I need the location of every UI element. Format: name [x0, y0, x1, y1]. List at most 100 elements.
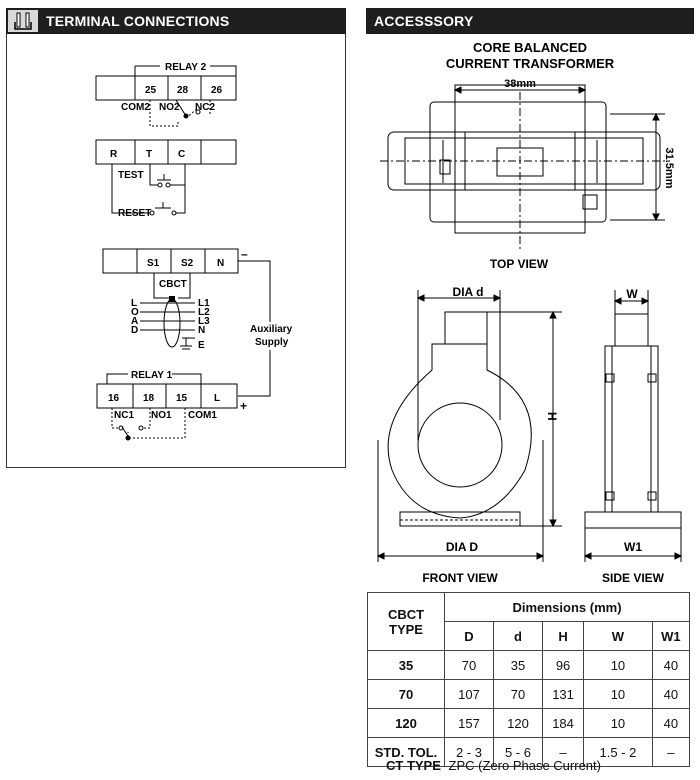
section-title: TERMINAL CONNECTIONS — [46, 13, 230, 29]
cell: 131 — [541, 679, 585, 709]
row-type: 70 — [367, 679, 445, 709]
relay1-label: RELAY 1 — [131, 370, 173, 381]
terminal-n: N — [217, 258, 224, 269]
dimensions-table: CBCT TYPE Dimensions (mm) D d H W W1 35 … — [367, 592, 691, 767]
top-view-body — [429, 101, 607, 223]
terminal-s2: S2 — [181, 258, 194, 269]
relay1-terminal-strip — [96, 383, 238, 409]
product-title-1: CORE BALANCED — [473, 40, 587, 55]
ct-type-line: CT TYPE ZPC (Zero Phase Current) — [386, 758, 601, 773]
contact-no2: NO2 — [159, 102, 180, 113]
cell: 107 — [444, 679, 494, 709]
row-type: 120 — [367, 708, 445, 738]
cell: 184 — [541, 708, 585, 738]
line-l3: L3 — [198, 316, 210, 327]
line-a: A — [131, 316, 138, 327]
cell: 40 — [651, 650, 691, 680]
w-label: W — [626, 287, 638, 301]
table-header-row: CBCT TYPE Dimensions (mm) — [367, 592, 690, 651]
top-view-label: TOP VIEW — [490, 257, 549, 271]
side-view-label: SIDE VIEW — [602, 571, 665, 585]
terminal-25: 25 — [145, 85, 157, 96]
rtc-terminal-strip — [95, 139, 237, 165]
table-row: STD. TOL. 2 - 3 5 - 6 – 1.5 - 2 – — [367, 737, 691, 767]
table-row: 70 107 70 131 10 40 — [367, 679, 691, 709]
contact-com1: COM1 — [188, 410, 217, 421]
line-l1: L1 — [198, 298, 210, 309]
cell: 35 — [492, 650, 543, 680]
col-header: d — [492, 621, 543, 651]
terminal-connections-header: TERMINAL CONNECTIONS — [6, 8, 346, 34]
row-type: 35 — [367, 650, 445, 680]
line-n: N — [198, 325, 205, 336]
col-header: W — [583, 621, 653, 651]
type-header-line2: TYPE — [389, 621, 423, 637]
line-d: D — [131, 325, 138, 336]
ct-type-label: CT TYPE — [386, 758, 441, 773]
terminal-15: 15 — [176, 393, 188, 404]
height-h-label: H — [545, 412, 559, 421]
line-e: E — [198, 340, 205, 351]
terminal-16: 16 — [108, 393, 120, 404]
front-view-hole — [417, 402, 503, 488]
terminal-l: L — [214, 393, 220, 404]
terminal-c: C — [178, 149, 185, 160]
dimensions-group-header: Dimensions (mm) — [444, 592, 690, 622]
ct-type-value: ZPC (Zero Phase Current) — [448, 758, 601, 773]
terminal-t: T — [146, 149, 152, 160]
front-view-label: FRONT VIEW — [422, 571, 498, 585]
line-l2: L2 — [198, 307, 210, 318]
contact-nc1: NC1 — [114, 410, 134, 421]
line-o: O — [131, 307, 139, 318]
col-header: D — [444, 621, 494, 651]
cell: 1.5 - 2 — [583, 737, 653, 767]
front-view-stem — [444, 311, 488, 345]
cell: 2 - 3 — [444, 737, 494, 767]
cell: 10 — [583, 650, 653, 680]
plus-sign: + — [240, 399, 247, 413]
product-title-2: CURRENT TRANSFORMER — [446, 56, 615, 71]
cell: 10 — [583, 679, 653, 709]
aux-label-1: Auxiliary — [250, 324, 293, 335]
top-width-dim: 38mm — [504, 78, 536, 90]
terminal-s1: S1 — [147, 258, 160, 269]
accessory-header: ACCESSSORY — [366, 8, 694, 34]
cell: 96 — [541, 650, 585, 680]
connector-icon — [8, 10, 38, 32]
w1-label: W1 — [624, 540, 642, 554]
dia-large-d-label: DIA D — [446, 540, 479, 554]
cell: 70 — [492, 679, 543, 709]
type-header-line1: CBCT — [387, 606, 425, 622]
test-switch-label: TEST — [118, 170, 144, 181]
side-view-stem — [614, 313, 649, 347]
minus-sign: – — [241, 247, 248, 261]
cell: 40 — [651, 679, 691, 709]
line-l: L — [131, 298, 137, 309]
table-row: 120 157 120 184 10 40 — [367, 708, 691, 738]
contact-no1: NO1 — [151, 410, 172, 421]
terminal-panel — [6, 34, 346, 468]
cell: 5 - 6 — [492, 737, 543, 767]
section-title: ACCESSSORY — [374, 13, 474, 29]
cell: 120 — [492, 708, 543, 738]
col-header: H — [541, 621, 585, 651]
row-type: STD. TOL. — [367, 737, 445, 767]
contact-com2: COM2 — [121, 102, 150, 113]
aux-label-2: Supply — [255, 337, 289, 348]
col-header: W1 — [651, 621, 691, 651]
cell: 10 — [583, 708, 653, 738]
terminal-28: 28 — [177, 85, 189, 96]
cell: – — [541, 737, 585, 767]
cbct-label: CBCT — [159, 279, 187, 290]
reset-switch-label: RESET — [118, 208, 151, 219]
cell: – — [651, 737, 691, 767]
cell: 157 — [444, 708, 494, 738]
relay2-label: RELAY 2 — [165, 62, 207, 73]
relay2-terminal-strip — [95, 75, 237, 101]
dia-small-d-label: DIA d — [453, 285, 484, 299]
terminal-26: 26 — [211, 85, 223, 96]
cell: 70 — [444, 650, 494, 680]
cell: 40 — [651, 708, 691, 738]
contact-nc2: NC2 — [195, 102, 215, 113]
terminal-r: R — [110, 149, 118, 160]
